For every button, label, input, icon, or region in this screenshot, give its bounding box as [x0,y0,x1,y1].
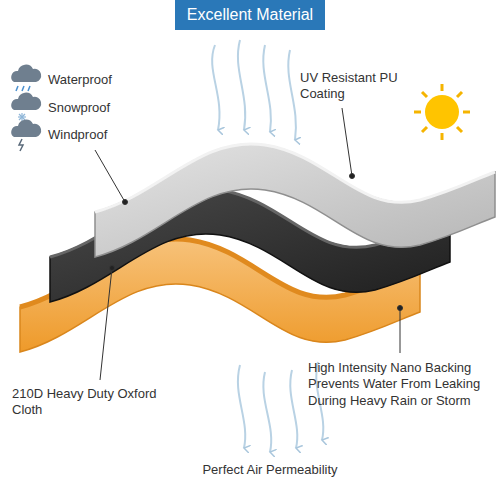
sun-icon [414,84,470,140]
air-arrows [212,40,296,140]
callout-label: Perfect Air Permeability [170,462,370,478]
snow-icon [11,93,41,121]
callout-label: 210D Heavy Duty Oxford Cloth [12,386,162,419]
callout-label: UV Resistant PU Coating [300,70,410,103]
rain-icon [11,65,41,91]
leader-lines [95,108,403,380]
pu-coating-layer [95,144,495,257]
callout-label: Snowproof [48,100,168,116]
title-banner: Excellent Material [175,0,325,30]
callout-label: Windproof [48,127,168,143]
callout-label: Waterproof [48,72,168,88]
wind-icon [11,120,41,151]
callout-label: High Intensity Nano Backing Prevents Wat… [308,360,490,409]
title-text: Excellent Material [187,6,313,24]
